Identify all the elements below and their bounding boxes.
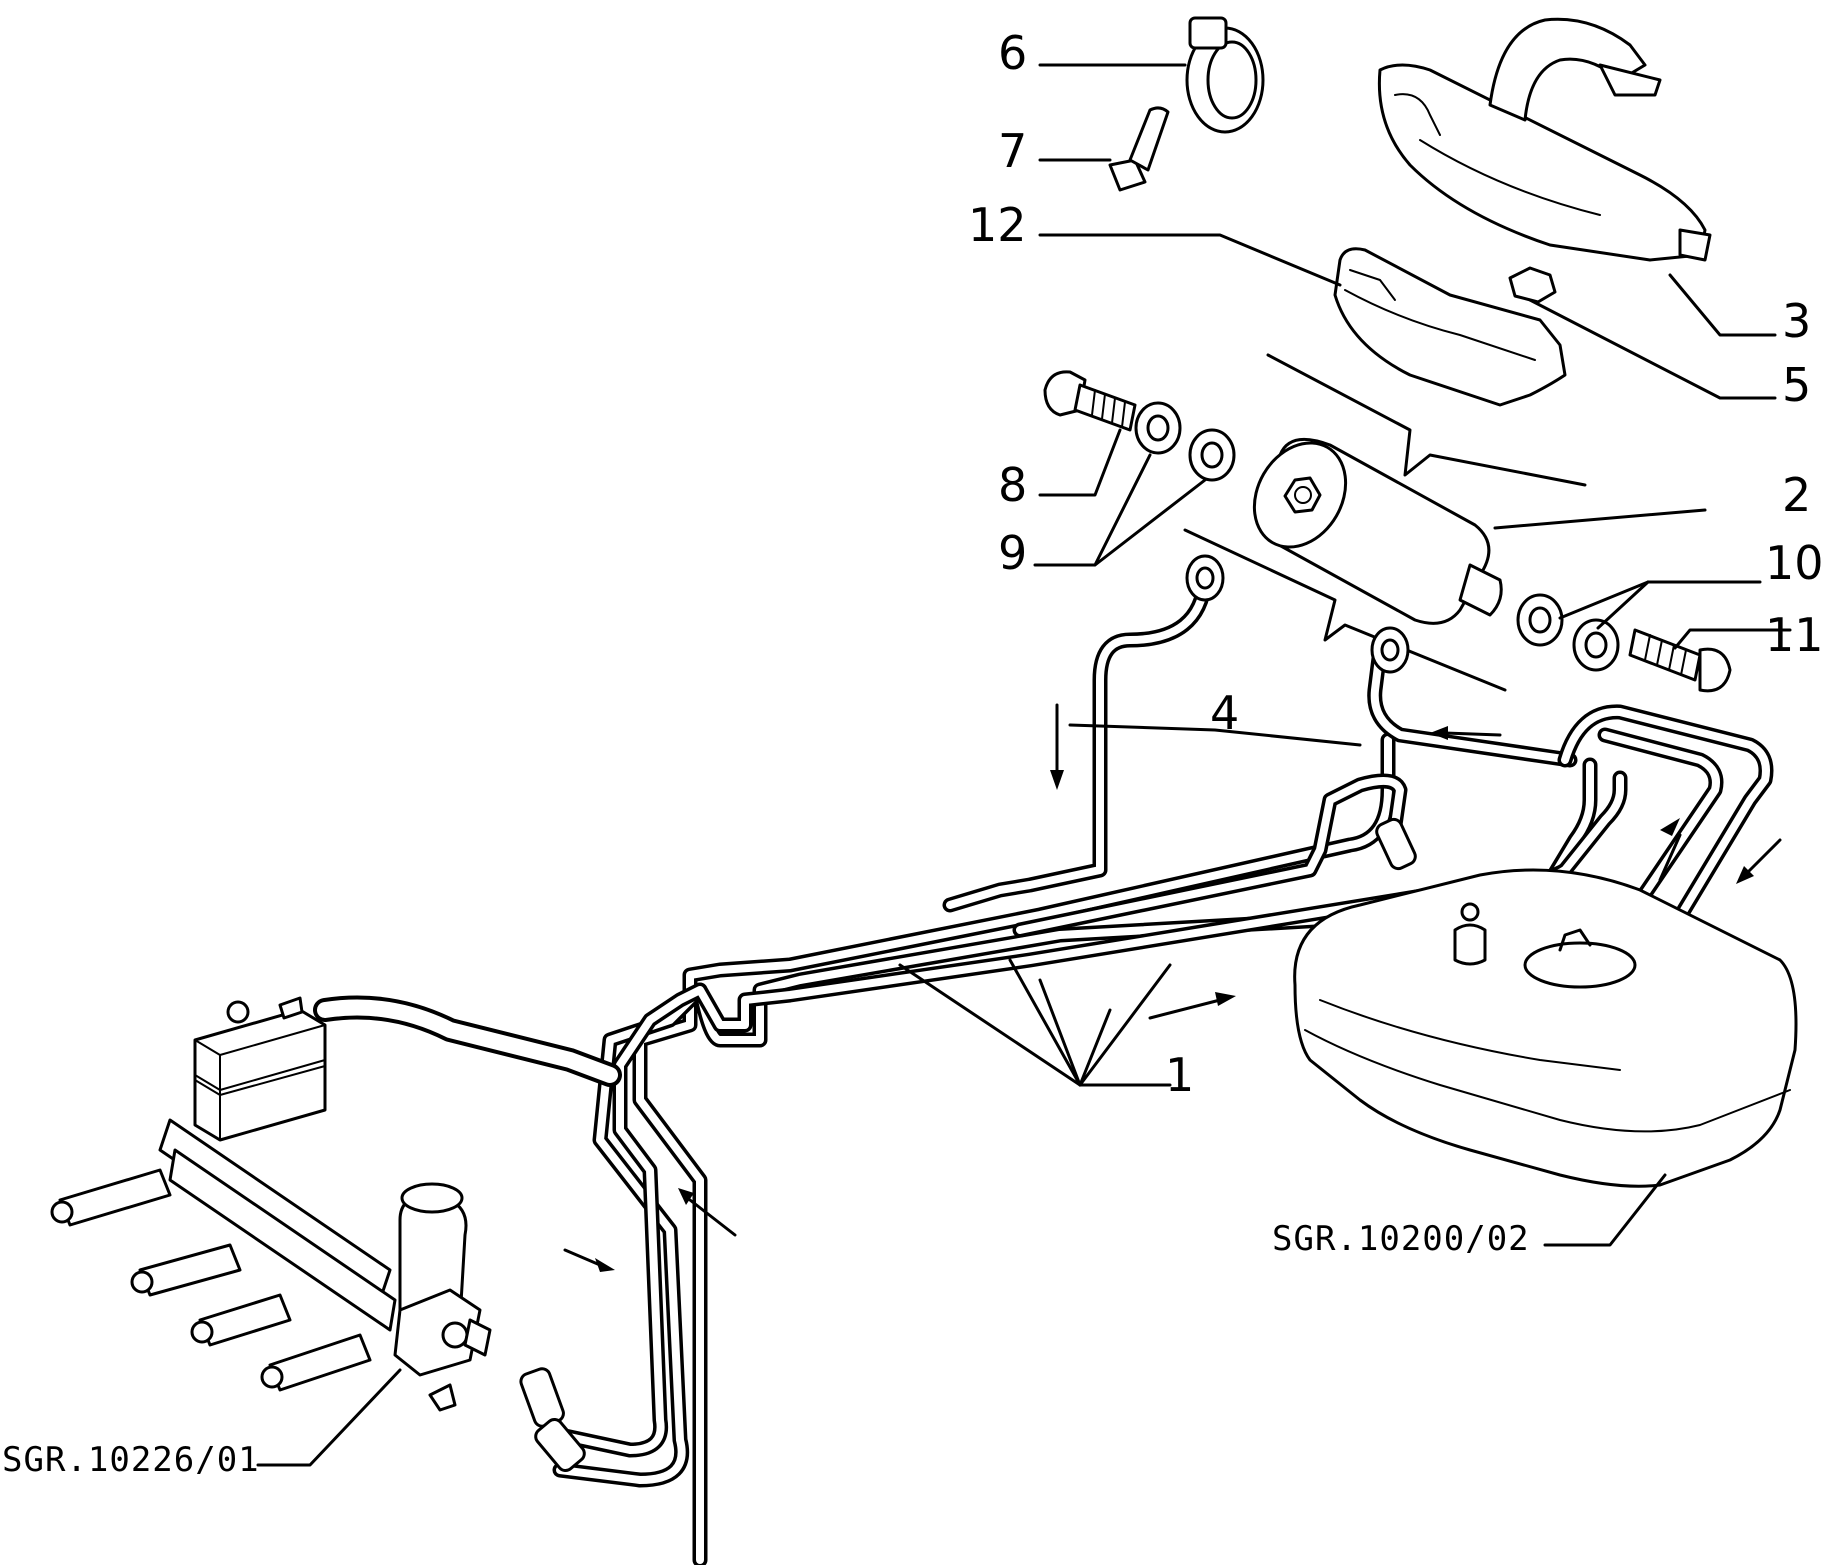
carbon-canister xyxy=(193,996,327,1142)
callout-8: 8 xyxy=(998,458,1028,512)
injection-rail xyxy=(50,1118,397,1392)
callout-7: 7 xyxy=(998,124,1028,178)
callout-12: 12 xyxy=(968,198,1027,252)
callout-4: 4 xyxy=(1210,686,1240,740)
banjo-fittings xyxy=(1185,554,1410,674)
reference-tank: SGR.10200/02 xyxy=(1272,1219,1530,1259)
canister-hose xyxy=(313,995,622,1087)
nut xyxy=(1508,266,1557,304)
flow-arrows xyxy=(563,703,1782,1272)
screw-7 xyxy=(1108,106,1170,192)
reference-injection: SGR.10226/01 xyxy=(2,1440,260,1480)
callout-2: 2 xyxy=(1782,468,1812,522)
banjo-bolt-11 xyxy=(1628,628,1732,693)
callout-10: 10 xyxy=(1765,536,1824,590)
leader-lines xyxy=(256,63,1792,1467)
pressure-regulator xyxy=(393,1182,492,1412)
callout-11: 11 xyxy=(1765,608,1824,662)
callout-6: 6 xyxy=(998,26,1028,80)
fuel-tank xyxy=(1293,868,1798,1188)
callout-3: 3 xyxy=(1782,294,1812,348)
fuel-filter xyxy=(1252,437,1503,625)
washers-9 xyxy=(1134,401,1236,482)
washers-10 xyxy=(1516,593,1620,672)
callout-5: 5 xyxy=(1782,358,1812,412)
callout-1: 1 xyxy=(1165,1048,1195,1102)
callout-9: 9 xyxy=(998,526,1028,580)
banjo-bolt-8 xyxy=(1043,370,1137,432)
fuel-pipe-bundle xyxy=(552,572,1774,1565)
hose-clamp xyxy=(1185,16,1265,134)
filter-bracket xyxy=(1377,17,1712,262)
heat-shield xyxy=(1333,247,1567,407)
